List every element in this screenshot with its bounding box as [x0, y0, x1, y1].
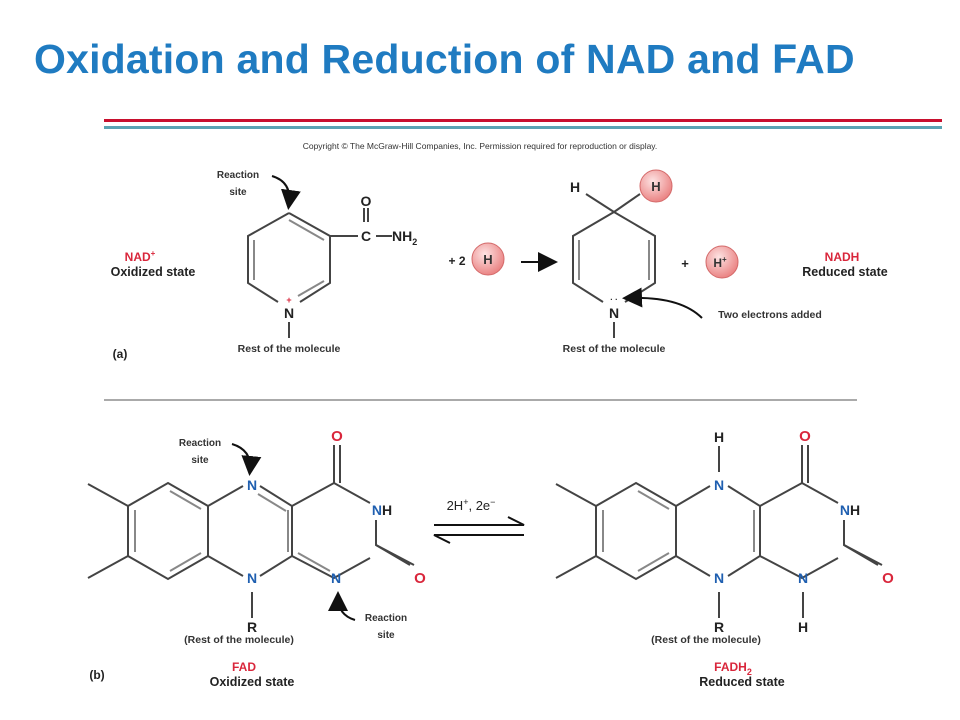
reaction-site-label-b-bottom-line1: Reaction [365, 613, 407, 624]
slide-title: Oxidation and Reduction of NAD and FAD [34, 36, 855, 82]
hydrogen-atom-label: H [483, 252, 492, 267]
fadh2-rest-of-molecule: (Rest of the molecule) [651, 634, 761, 646]
nadh-added-hydrogen-label: H [651, 179, 660, 194]
reaction-site-label-b-bottom-line2: site [377, 630, 395, 641]
panel-b: Reaction site O N NH N N O R [87, 428, 894, 689]
nad-oxygen-atom: O [361, 193, 372, 209]
reaction-site-arrow-b-top [231, 443, 262, 476]
nadh-reduced-state: Reduced state [802, 265, 887, 279]
two-electrons-label: Two electrons added [718, 309, 822, 321]
panel-b-label: (b) [89, 668, 104, 682]
proton-ball [705, 245, 739, 279]
title-rule-red [104, 119, 942, 122]
fadh2-isoalloxazine-rings [555, 445, 883, 618]
reaction-site-arrow-b-bottom [328, 591, 356, 621]
fadh2-n10-atom: N [714, 570, 724, 586]
nad-oxidized-state: Oxidized state [111, 265, 196, 279]
nad-amide-group: NH2 [392, 228, 417, 247]
nad-nitrogen-atom: N [284, 305, 294, 321]
fadh2-n1-atom: N [798, 570, 808, 586]
title-rule-teal [104, 126, 942, 129]
fadh2-carbonyl-oxygen-top: O [799, 428, 811, 445]
fad-n3-atom: NH [372, 502, 392, 518]
copyright-notice: Copyright © The McGraw-Hill Companies, I… [302, 141, 658, 151]
panel-a-label: (a) [113, 347, 128, 361]
fad-carbonyl-oxygen-right: O [414, 570, 426, 587]
nadh-hydrogen-atom: H [570, 179, 580, 195]
fadh2-n3-atom: NH [840, 502, 860, 518]
fad-oxidized-state: Oxidized state [210, 675, 295, 689]
nad-nitrogen-charge: + [286, 295, 291, 305]
equilibrium-label: 2H+, 2e− [447, 497, 496, 513]
plus-two-label: + 2 [448, 254, 465, 268]
reaction-site-label-b-top-line2: site [191, 455, 209, 466]
reaction-site-label-b-top-line1: Reaction [179, 438, 221, 449]
nad-carbon-atom: C [361, 228, 371, 244]
two-electrons-arrow [622, 287, 703, 319]
reaction-site-arrow-a [271, 175, 301, 210]
fadh2-reduced-state: Reduced state [699, 675, 784, 689]
hydrogen-atom-ball [471, 242, 505, 276]
nadh-label: NADH [825, 250, 860, 264]
reverse-equilibrium-arrow [433, 534, 524, 544]
fad-label: FAD [232, 660, 256, 674]
reaction-site-label-a-line1: Reaction [217, 170, 259, 181]
fad-rest-of-molecule: (Rest of the molecule) [184, 634, 294, 646]
proton-label: H+ [713, 255, 727, 270]
fadh2-n1-hydrogen: H [798, 619, 808, 635]
fad-r-group: R [247, 619, 257, 635]
fadh2-label: FADH2 [714, 660, 752, 677]
fad-n10-atom: N [247, 570, 257, 586]
nadh-lone-pair: · · [610, 295, 618, 304]
nad-pyridine-ring [247, 208, 392, 338]
nadh-rest-of-molecule: Rest of the molecule [563, 343, 666, 355]
reaction-site-label-a-line2: site [229, 187, 247, 198]
nadh-added-hydrogen-ball [639, 169, 673, 203]
fad-n5-atom: N [247, 477, 257, 493]
fadh2-n5-atom: N [714, 477, 724, 493]
nadh-nitrogen-atom: N [609, 305, 619, 321]
nad-rest-of-molecule: Rest of the molecule [238, 343, 341, 355]
fadh2-n5-hydrogen: H [714, 429, 724, 445]
fad-carbonyl-oxygen-top: O [331, 428, 343, 445]
plus-sign-a: + [681, 256, 689, 271]
forward-equilibrium-arrow [434, 516, 525, 526]
fad-n1-atom: N [331, 570, 341, 586]
fad-isoalloxazine-rings [87, 445, 415, 618]
fadh2-r-group: R [714, 619, 724, 635]
panel-a: NAD+ Oxidized state Reaction site O C NH… [111, 169, 888, 361]
fadh2-carbonyl-oxygen-right: O [882, 570, 894, 587]
nad-plus-label: NAD+ [125, 249, 156, 264]
